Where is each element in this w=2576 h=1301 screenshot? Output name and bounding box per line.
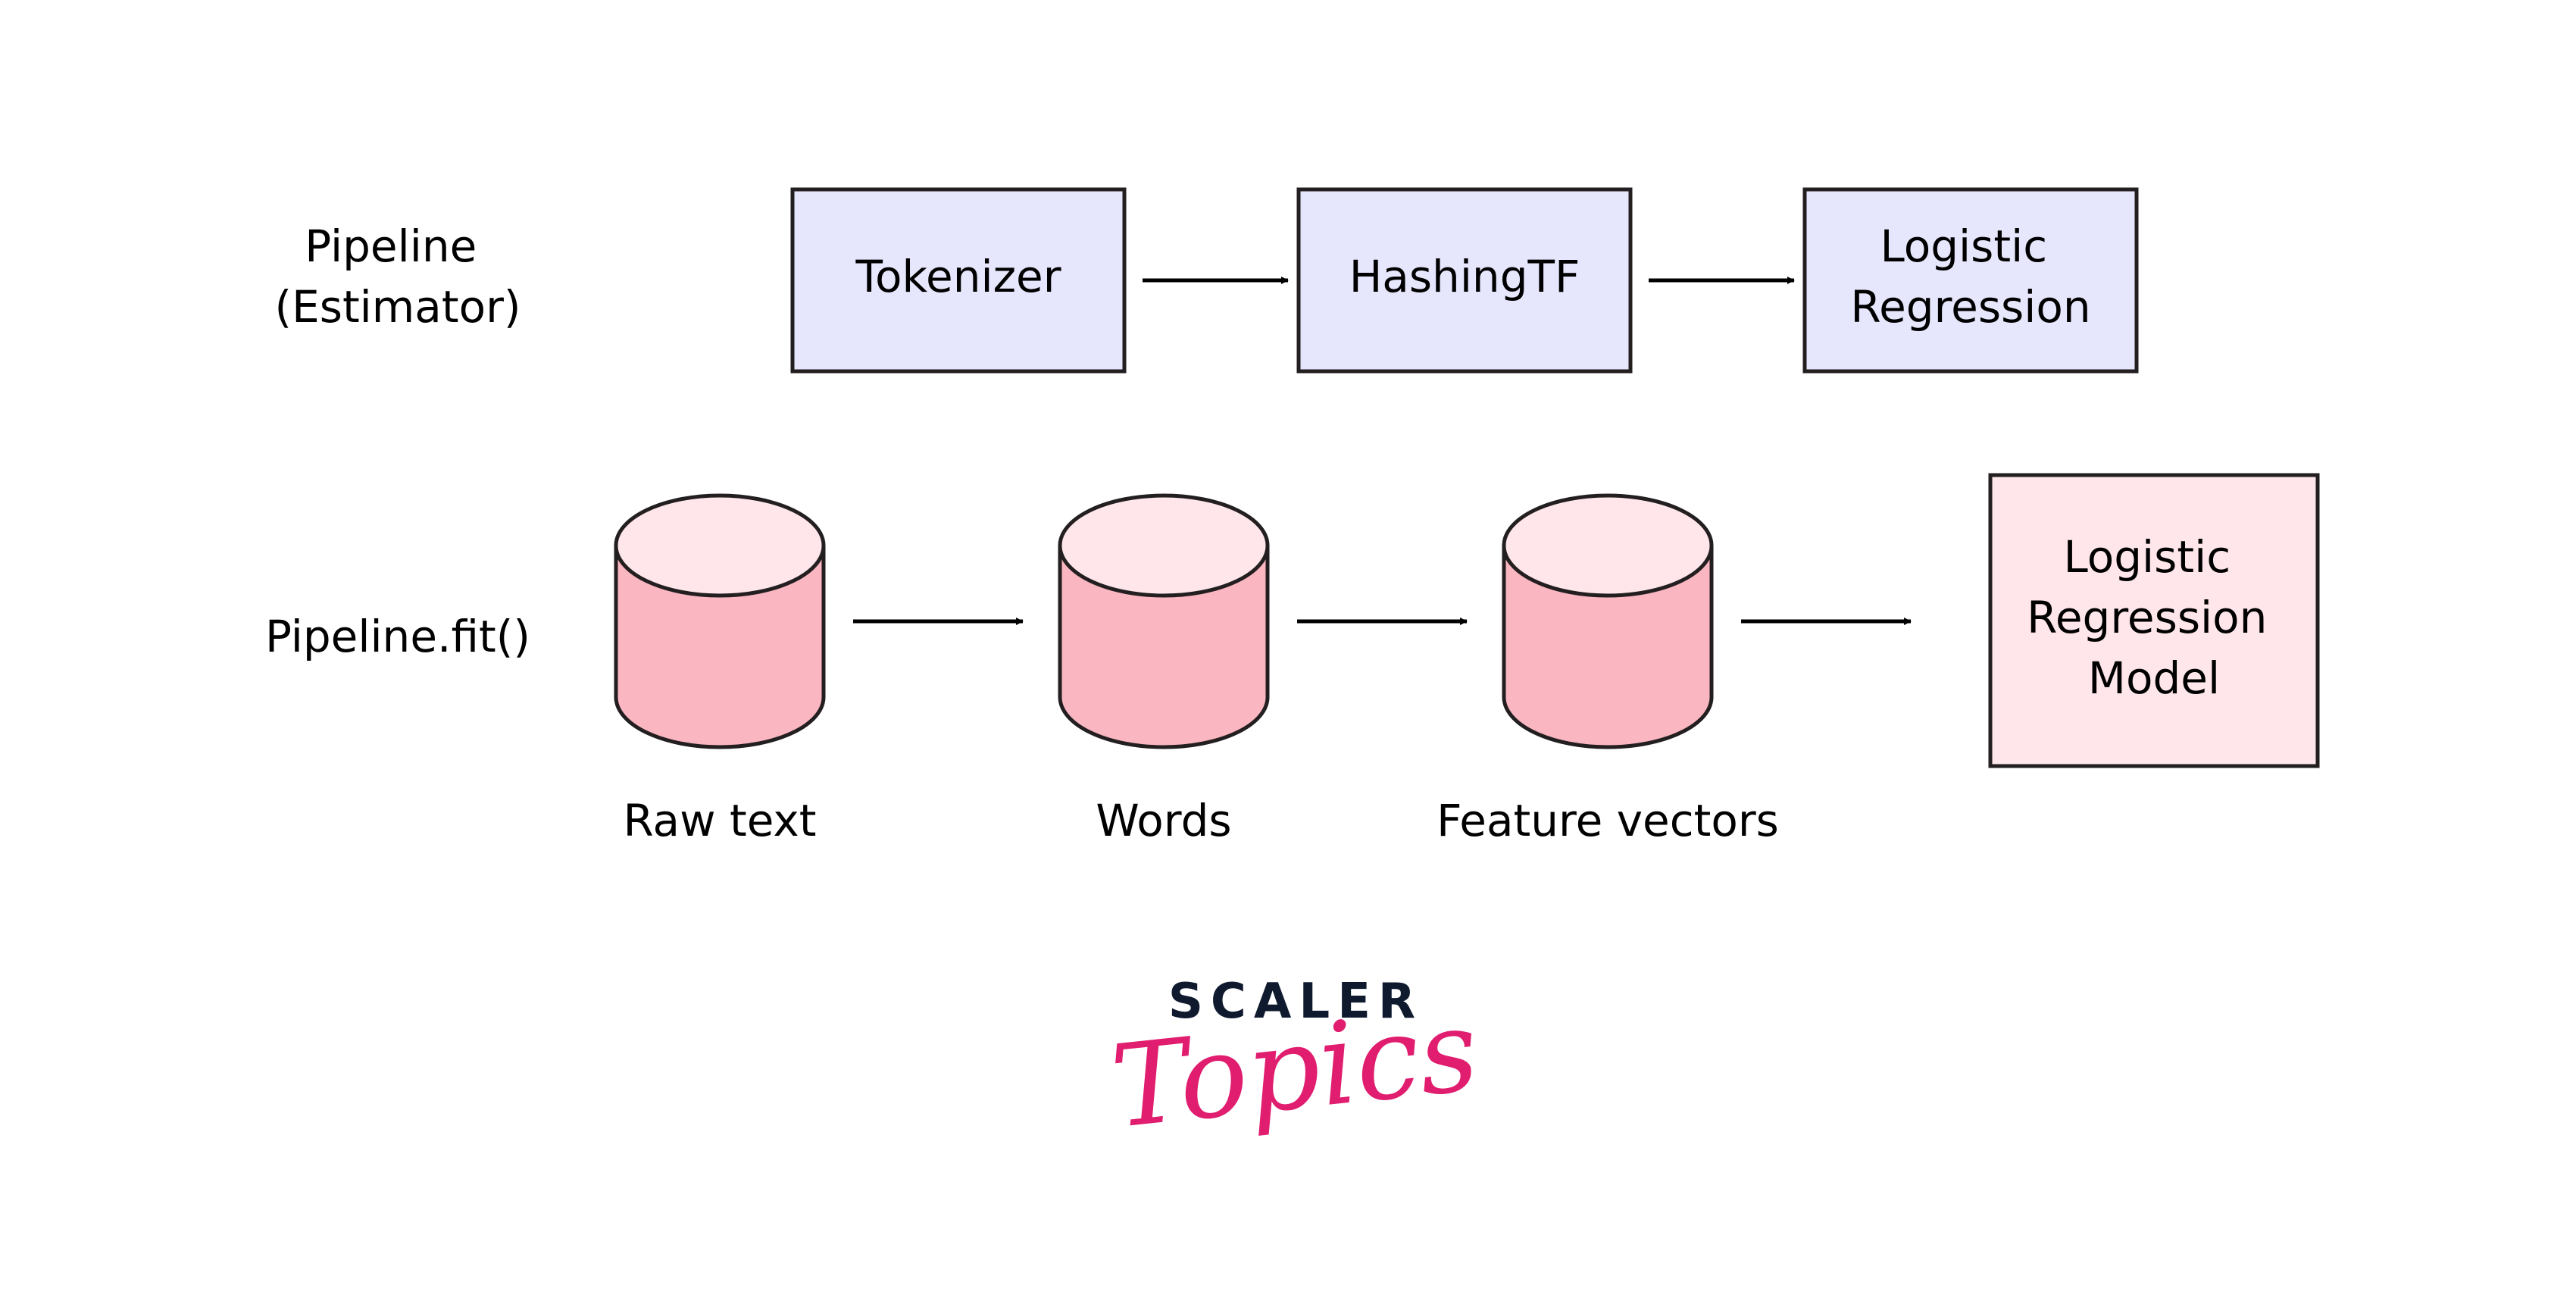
scaler-topics-logo: SCALER Topics xyxy=(1105,974,1483,1154)
stage-logistic-regression: Logistic Regression xyxy=(1802,187,2139,374)
logo-topics-text: Topics xyxy=(1105,984,1483,1154)
datastore-label: Feature vectors xyxy=(1436,795,1779,846)
datastore-feature-vectors: Feature vectors xyxy=(1436,493,1779,846)
stage-hashingtf: HashingTF xyxy=(1296,187,1633,374)
logo-scaler-text: SCALER xyxy=(1168,974,1423,1030)
cylinder-body xyxy=(1058,546,1270,749)
stage-label: Logistic Regression xyxy=(1850,220,2090,333)
model-box xyxy=(1988,473,2320,768)
estimator-row-label-line-1: Pipeline xyxy=(305,220,477,272)
model-label-line-1: Logistic xyxy=(2063,531,2231,583)
stage-tokenizer: Tokenizer xyxy=(790,187,1127,374)
estimator-row-label-line-2: (Estimator) xyxy=(274,281,521,333)
cylinder-top xyxy=(614,493,826,598)
cylinder-top xyxy=(1502,493,1714,598)
stage-box xyxy=(1296,187,1633,374)
cylinder-body xyxy=(1502,546,1714,749)
cylinder-top xyxy=(1058,493,1270,598)
datastore-label: Raw text xyxy=(624,795,817,846)
estimator-row-label: Pipeline (Estimator) xyxy=(274,220,521,333)
datastore-label: Words xyxy=(1096,795,1231,846)
model-label: Logistic Regression Model xyxy=(2027,531,2281,704)
fit-row-label: Pipeline.fit() xyxy=(265,611,530,662)
cylinder-body xyxy=(614,546,826,749)
datastore-raw-text: Raw text xyxy=(614,493,826,846)
stage-label: Tokenizer xyxy=(855,251,1061,302)
stage-label-line-1: Logistic xyxy=(1880,220,2047,272)
model-label-line-3: Model xyxy=(2088,652,2220,704)
logistic-regression-model: Logistic Regression Model xyxy=(1988,473,2320,768)
stage-label-line-2: Regression xyxy=(1850,281,2090,333)
stage-label: HashingTF xyxy=(1349,251,1580,302)
stage-box xyxy=(1802,187,2139,374)
model-label-line-2: Regression xyxy=(2027,592,2267,643)
datastore-words: Words xyxy=(1058,493,1270,846)
stage-box xyxy=(790,187,1127,374)
